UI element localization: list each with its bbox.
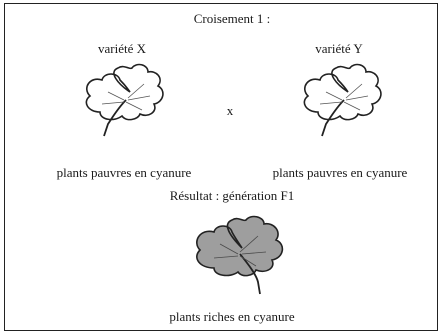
clover-leaf-x-icon (78, 62, 170, 144)
parent-x-label: variété X (98, 42, 146, 55)
cross-symbol: x (227, 104, 234, 117)
parent-y-caption: plants pauvres en cyanure (273, 166, 408, 179)
clover-leaf-y-icon (296, 62, 388, 144)
diagram-title: Croisement 1 : (194, 12, 271, 25)
clover-leaf-f1-icon (186, 214, 290, 298)
parent-x-caption: plants pauvres en cyanure (57, 166, 192, 179)
result-caption: plants riches en cyanure (169, 310, 294, 323)
result-heading: Résultat : génération F1 (170, 189, 295, 202)
parent-y-label: variété Y (315, 42, 363, 55)
